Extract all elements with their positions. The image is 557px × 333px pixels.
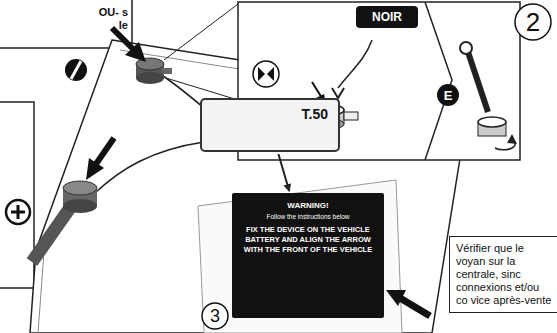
- label-card-part: [202, 303, 228, 329]
- node-text: OU- s le: [96, 6, 128, 32]
- callout-number: 3: [210, 307, 220, 325]
- positive-terminal-part: [32, 205, 72, 262]
- zoom-panel-part: [468, 52, 488, 112]
- negative-terminal-part: [71, 61, 81, 79]
- device-box: T.50: [200, 98, 340, 152]
- zoom-panel-part: [460, 42, 472, 54]
- node-text: FIX THE DEVICE ON THE VEHICLE BATTERY AN…: [241, 225, 375, 255]
- zoom-panel-part: [332, 88, 344, 98]
- wires-part: [96, 142, 204, 192]
- zoom-panel-part: [338, 40, 372, 88]
- positive-terminal-part: [63, 199, 97, 213]
- negative-terminal-part: [112, 28, 134, 50]
- negative-terminal-part: [136, 72, 164, 84]
- label-card: [198, 180, 430, 333]
- instruction-box: OU- s le: [96, 6, 128, 32]
- positive-terminal-part: [17, 205, 20, 219]
- zoom-panel-part: [425, 2, 452, 160]
- positive-terminal-part: [63, 181, 97, 195]
- negative-terminal: [65, 28, 172, 84]
- frame-lines-part: [0, 102, 34, 288]
- wires: [96, 76, 204, 192]
- node-text: Vérifier que le voyan sur la centrale, s…: [456, 242, 553, 307]
- positive-terminal: [6, 138, 114, 262]
- zoom-panel-part: [258, 67, 265, 81]
- positive-terminal-part: [86, 158, 104, 180]
- node-text: NOIR: [372, 10, 402, 24]
- step-letter: E: [444, 89, 453, 102]
- negative-terminal-part: [65, 59, 87, 81]
- warning-label: WARNING! Follow the instructions belowFIX…: [232, 193, 384, 318]
- zoom-panel-part: [344, 112, 358, 120]
- callout-arrow: [278, 154, 289, 191]
- zoom-panel-part: [515, 4, 551, 40]
- zoom-leader-lines-part: [164, 4, 238, 60]
- zoom-panel-part: [437, 84, 459, 106]
- label-card-part: [400, 298, 430, 316]
- zoom-panel-part: [478, 117, 506, 127]
- battery-part: [38, 252, 44, 333]
- zoom-panel-part: [312, 82, 322, 98]
- wires-part: [163, 76, 204, 108]
- label-card-part: [198, 180, 402, 333]
- negative-terminal-part: [125, 42, 146, 62]
- node-text: WARNING!: [241, 201, 375, 210]
- zoom-panel-part: [253, 61, 279, 87]
- node-text: T.50: [212, 106, 328, 122]
- note-box: Vérifier que le voyan sur la centrale, s…: [449, 236, 557, 313]
- node-text: Follow the instructions below: [241, 213, 375, 220]
- positive-terminal-part: [96, 138, 114, 164]
- zoom-panel-part: [267, 67, 274, 81]
- negative-terminal-part: [162, 68, 172, 74]
- positive-terminal-part: [6, 200, 30, 224]
- label-card-part: [386, 290, 406, 306]
- zoom-panel-part: [507, 134, 517, 144]
- zoom-leader-lines-part: [166, 78, 238, 100]
- wire-color-tab: NOIR: [356, 6, 418, 28]
- callout-number: 2: [526, 9, 540, 35]
